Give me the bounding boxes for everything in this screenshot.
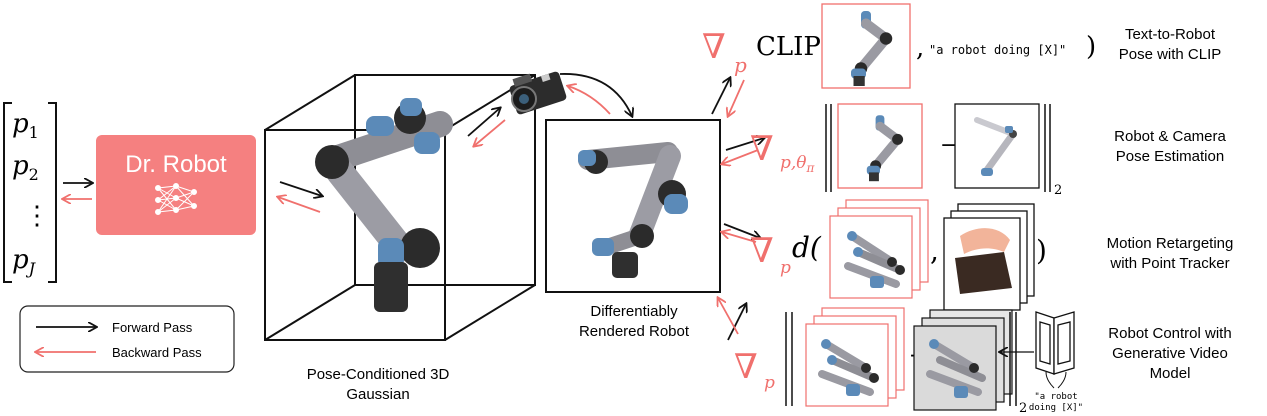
control-label-line1: Robot Control with (1108, 325, 1231, 342)
control-label-line3: Model (1150, 365, 1191, 382)
backward-arrow-model-gaussian (278, 197, 321, 213)
backward-arrow-gaussian-camera (474, 119, 506, 146)
pose-gradient-symbol: ∇ (750, 129, 774, 169)
legend: Forward Pass Backward Pass (19, 305, 235, 373)
forward-arrow-model-gaussian (279, 181, 322, 196)
clip-label-line1: Text-to-Robot (1125, 26, 1216, 43)
control-norm-sub: 2 (1019, 401, 1027, 416)
clip-close-paren: ) (1086, 32, 1096, 62)
control-label-line2: Generative Video (1112, 345, 1228, 362)
dr-robot-model: Dr. Robot (96, 135, 256, 235)
row-pose-estimation: ∇ p,θπ − 2 Robot & Camera Pose Estimatio… (750, 103, 1227, 198)
motion-label-line1: Motion Retargeting (1107, 235, 1234, 252)
clip-gradient-sub: p (734, 53, 747, 77)
human-hand-image (955, 228, 1012, 294)
rendered-robot-arm (578, 142, 688, 278)
forward-arrow-control (727, 304, 746, 341)
pose-norm-sub: 2 (1054, 183, 1062, 198)
neural-network-icon (155, 183, 197, 215)
motion-gradient-sub: p (780, 258, 791, 278)
param-p1: p1 (12, 109, 39, 142)
pose-target-robot (974, 117, 1017, 176)
clip-prompt: "a robot doing [X]" (929, 43, 1066, 57)
video-model-icon (1035, 311, 1075, 375)
pose-minus: − (940, 133, 958, 158)
control-video-robot (926, 339, 986, 398)
motion-gradient-symbol: ∇ (750, 231, 774, 271)
legend-backward-label: Backward Pass (112, 345, 202, 360)
video-prompt-arrow-left (1045, 371, 1055, 389)
parameter-vector: p1 p2 ⋮ pJ (3, 102, 57, 283)
motion-label-line2: with Point Tracker (1109, 255, 1229, 272)
left-bracket (3, 102, 12, 283)
camera-icon (509, 71, 567, 115)
robot-arm-3d (315, 98, 453, 312)
pose-gradient-sub: p,θπ (780, 153, 816, 175)
forward-arrow-motion (723, 223, 760, 238)
motion-comma: , (930, 234, 939, 267)
param-dots: ⋮ (24, 201, 50, 231)
video-prompt-line1: "a robot (1034, 392, 1077, 402)
param-pJ: pJ (12, 245, 37, 278)
legend-forward-label: Forward Pass (112, 320, 193, 335)
row-robot-control: ∇ p - 2 (734, 307, 1232, 416)
gaussian-caption-line1: Pose-Conditioned 3D (307, 366, 450, 383)
row-text-to-robot: ∇ p CLIP( , "a robot doing [X]" ) Text-t… (702, 3, 1222, 88)
model-title: Dr. Robot (125, 151, 227, 178)
video-prompt-line2: doing [X]" (1029, 403, 1083, 413)
motion-close-paren: ) (1036, 234, 1047, 267)
backward-arrow-pose (722, 149, 759, 164)
backward-arrow-motion (722, 232, 757, 243)
clip-label-line2: Pose with CLIP (1119, 46, 1222, 63)
legend-box (19, 305, 235, 373)
param-p2: p2 (12, 151, 39, 184)
backward-arrow-clip (728, 79, 745, 116)
clip-function: CLIP( (756, 32, 831, 62)
forward-arrow-pose (725, 138, 764, 151)
row-motion-retargeting: ∇ p d( , ) Motion Retargeting with Point… (750, 199, 1234, 311)
control-gradient-sub: p (764, 373, 775, 393)
video-prompt-arrow-right (1057, 371, 1067, 389)
clip-comma: , (916, 33, 924, 63)
forward-arrow-clip (711, 78, 730, 115)
backward-arrow-control (718, 298, 739, 335)
pose-label-line1: Robot & Camera (1114, 128, 1226, 145)
control-robot-sequence (818, 339, 879, 396)
pose-target-frame (954, 103, 1040, 189)
control-gradient-symbol: ∇ (734, 347, 758, 387)
forward-arrow-camera-render (559, 73, 632, 116)
backward-arrow-camera-render (568, 86, 611, 115)
gaussian-caption-line2: Gaussian (346, 386, 409, 403)
motion-function: d( (792, 231, 822, 264)
right-bracket (48, 102, 57, 283)
rendered-caption-line2: Rendered Robot (579, 323, 690, 340)
motion-robot-sequence (844, 231, 905, 288)
pose-label-line2: Pose Estimation (1116, 148, 1224, 165)
rendered-caption-line1: Differentiably (590, 303, 678, 320)
clip-gradient-symbol: ∇ (702, 27, 726, 67)
forward-arrow-gaussian-camera (467, 108, 500, 137)
